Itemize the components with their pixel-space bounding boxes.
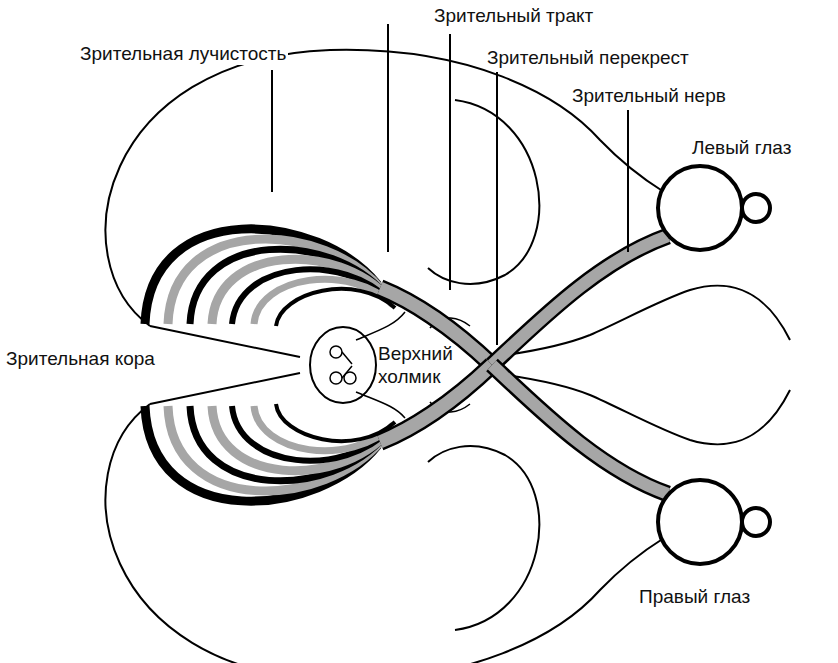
eye-label: Правый глаз bbox=[637, 585, 752, 608]
structure-label: Зрительный перекрест bbox=[485, 46, 691, 69]
structure-label: Зрительный тракт bbox=[432, 4, 595, 27]
structure-label: Зрительная кора bbox=[4, 347, 157, 370]
eye-label: Левый глаз bbox=[690, 136, 793, 159]
structure-label: Зрительная лучистость bbox=[78, 42, 288, 65]
structure-label: Верхний холмик bbox=[376, 342, 476, 388]
structure-label: Зрительный нерв bbox=[570, 84, 728, 107]
